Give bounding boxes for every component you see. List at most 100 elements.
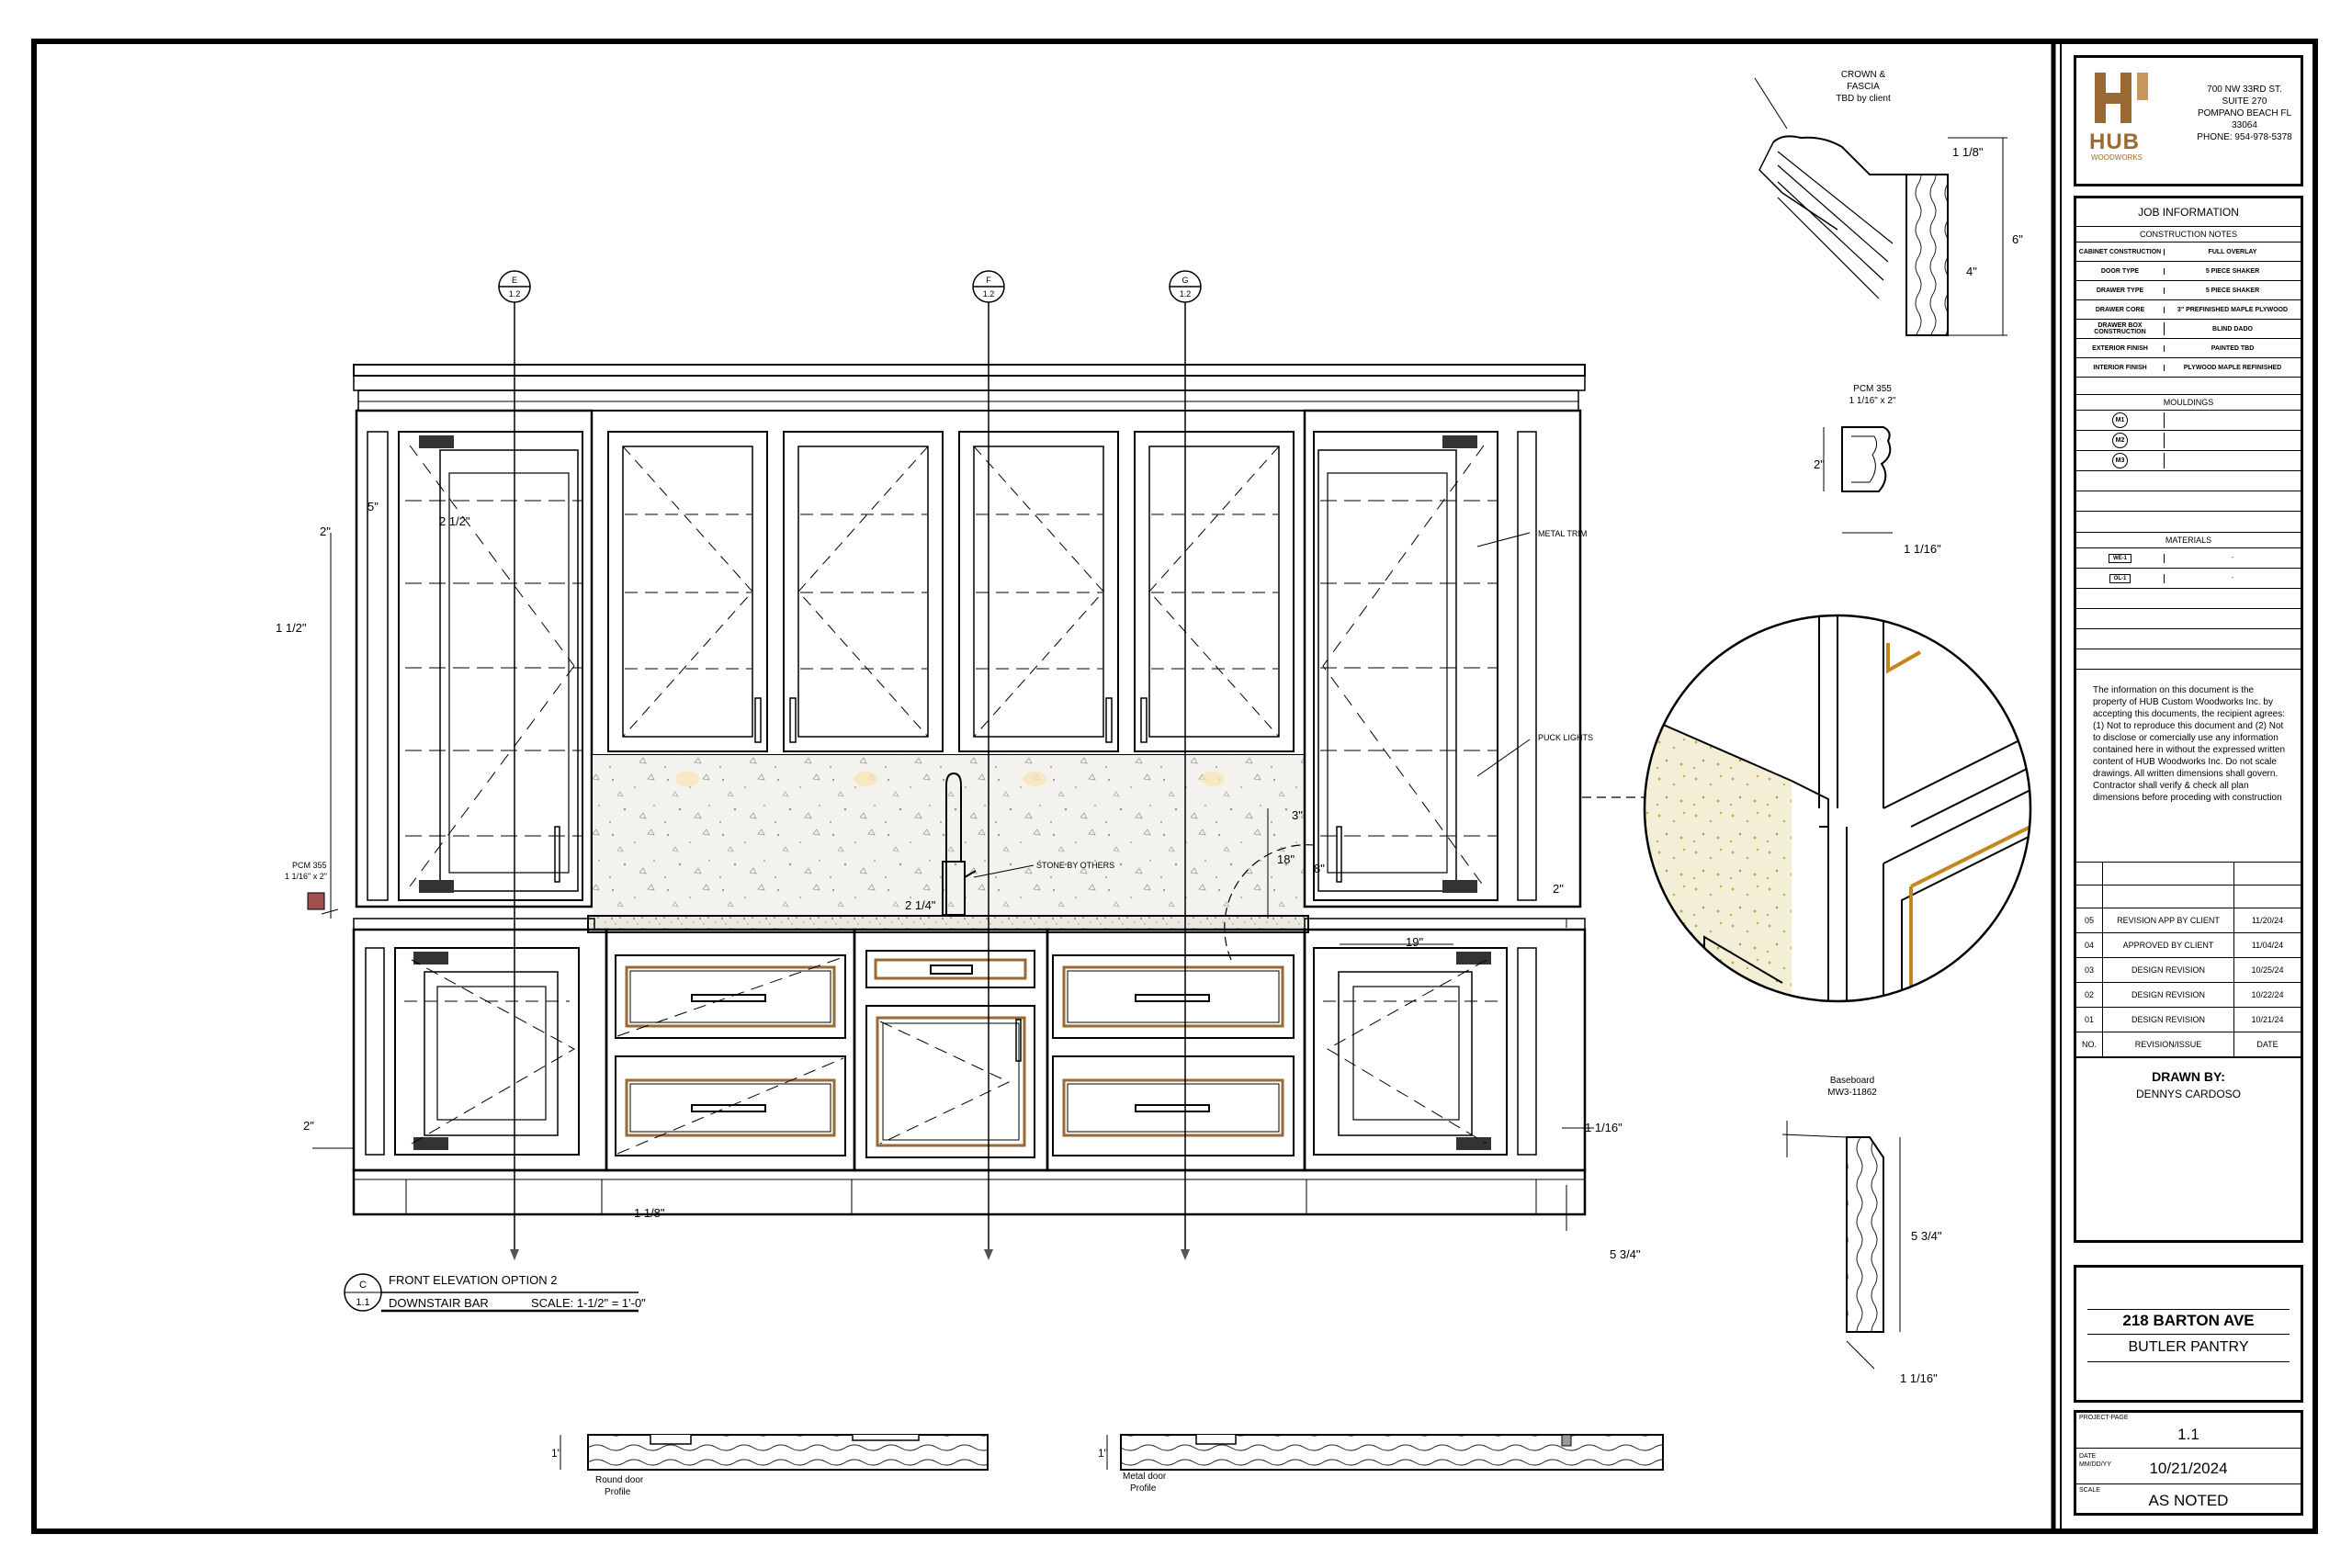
dim-19: 19" <box>1406 935 1423 949</box>
construction-notes-title: CONSTRUCTION NOTES <box>2076 227 2301 243</box>
rev-header-desc: REVISION/ISSUE <box>2103 1032 2234 1056</box>
crown-dim-6: 6" <box>2012 232 2023 246</box>
dim-2-14-center: 2 1/4" <box>905 898 936 912</box>
notes-label-3: DRAWER CORE <box>2076 306 2165 313</box>
elevation-subtitle: DOWNSTAIR BAR <box>389 1296 489 1310</box>
rev-desc-3: DESIGN REVISION <box>2103 983 2234 1007</box>
pcm-dim-1-16: 1 1/16" <box>1904 542 1941 556</box>
metal-door-sub: Profile <box>1130 1483 1157 1494</box>
rev-no-2: 03 <box>2076 958 2103 982</box>
notes-value-1: 5 PIECE SHAKER <box>2205 267 2260 275</box>
rev-date-0: 11/20/24 <box>2251 916 2284 925</box>
dim-18: 18" <box>1277 852 1295 866</box>
notes-label-2: DRAWER TYPE <box>2076 287 2165 294</box>
baseboard-label: Baseboard <box>1830 1076 1874 1086</box>
rev-date-2: 10/25/24 <box>2251 965 2284 975</box>
company-block: HUB WOODWORKS 700 NW 33RD ST. SUITE 270 … <box>2074 55 2303 186</box>
moulding-tag-m3: M3 <box>2112 453 2128 468</box>
job-info-block: JOB INFORMATION CONSTRUCTION NOTES CABIN… <box>2074 196 2303 1243</box>
elevation-scale: SCALE: 1-1/2" = 1'-0" <box>531 1296 646 1310</box>
dim-1-16-base: 1 1/16" <box>1585 1121 1623 1134</box>
hub-logo <box>2095 73 2152 146</box>
notes-value-2: 5 PIECE SHAKER <box>2205 287 2260 294</box>
rev-header-date: DATE <box>2256 1040 2278 1049</box>
notes-value-4: BLIND DADO <box>2212 325 2253 333</box>
date-value: 10/21/2024 <box>2149 1460 2228 1477</box>
rev-desc-0: REVISION APP BY CLIENT <box>2103 908 2234 932</box>
rev-desc-4: DESIGN REVISION <box>2103 1008 2234 1032</box>
page-number: 1.1 <box>2177 1426 2199 1443</box>
drawn-by-name: DENNYS CARDOSO <box>2135 1088 2242 1100</box>
rev-date-4: 10/21/24 <box>2251 1015 2284 1024</box>
round-door-sub: Profile <box>605 1487 631 1497</box>
moulding-tag-m1: M1 <box>2112 412 2128 428</box>
project-block: 218 BARTON AVE BUTLER PANTRY <box>2074 1265 2303 1403</box>
profile-dim-right: 1" <box>1098 1447 1108 1460</box>
project-address: 218 BARTON AVE <box>2122 1312 2255 1329</box>
notes-value-5: PAINTED TBD <box>2211 344 2255 352</box>
dim-5-34-base: 5 3/4" <box>1610 1247 1641 1261</box>
crown-label-3: TBD by client <box>1836 94 1891 104</box>
elevation-tag-number: 1.1 <box>356 1297 369 1308</box>
baseboard-code: MW3-11862 <box>1827 1088 1877 1098</box>
marker-f-letter[interactable]: F <box>986 276 991 285</box>
marker-f-number: 1.2 <box>983 289 995 299</box>
rev-date-3: 10/22/24 <box>2251 990 2284 999</box>
scale-label: SCALE <box>2079 1487 2100 1494</box>
dim-2-base: 2" <box>303 1119 314 1133</box>
notes-label-1: DOOR TYPE <box>2076 267 2165 275</box>
front-elevation-drawing <box>312 270 1645 1260</box>
metal-door-label: Metal door <box>1123 1472 1167 1482</box>
baseboard-dim-1-16: 1 1/16" <box>1900 1371 1938 1385</box>
dim-1-12-left: 1 1/2" <box>276 621 307 635</box>
date-label: DATE MM/DD/YY <box>2079 1453 2111 1468</box>
dim-1-18-base: 1 1/8" <box>634 1206 665 1220</box>
dim-2-right: 2" <box>1553 882 1564 896</box>
notes-label-0: CABINET CONSTRUCTION <box>2076 248 2165 255</box>
dim-3: 3" <box>1292 808 1303 822</box>
material-tag-we1: WE-1 <box>2109 553 2132 563</box>
detail-circle <box>1643 614 2032 1003</box>
page-info-block: PROJECT-PAGE 1.1 DATE MM/DD/YY 10/21/202… <box>2074 1410 2303 1516</box>
rev-no-3: 02 <box>2076 983 2103 1007</box>
material-value-1: - <box>2231 575 2234 581</box>
pcm-right-label: PCM 355 <box>1853 384 1892 394</box>
stone-label: STONE BY OTHERS <box>1036 861 1114 870</box>
marker-e-letter[interactable]: E <box>512 276 517 285</box>
moulding-tag-m2: M2 <box>2112 433 2128 448</box>
notes-value-6: PLYWOOD MAPLE REFINISHED <box>2183 364 2282 371</box>
project-room: BUTLER PANTRY <box>2128 1339 2249 1355</box>
pcm-dim-2: 2" <box>1814 457 1825 471</box>
profile-dim-left: 1" <box>551 1447 561 1460</box>
disclaimer-text: The information on this document is the … <box>2076 670 2301 863</box>
material-tag-ol1: OL-1 <box>2109 573 2132 583</box>
scale-value: AS NOTED <box>2148 1492 2229 1509</box>
dim-2-left: 2" <box>320 525 331 538</box>
rev-header-no: NO. <box>2076 1032 2103 1056</box>
crown-label: CROWN & <box>1841 70 1886 80</box>
logo-sub: WOODWORKS <box>2091 153 2143 162</box>
rev-desc-1: APPROVED BY CLIENT <box>2103 933 2234 957</box>
crown-dim-1-18: 1 1/8" <box>1952 145 1984 159</box>
notes-label-5: EXTERIOR FINISH <box>2076 344 2165 352</box>
round-door-label: Round door <box>595 1475 644 1485</box>
pcm-left-label: PCM 355 <box>292 861 327 870</box>
elevation-tag-letter: C <box>359 1280 367 1291</box>
material-value-0: - <box>2231 555 2234 561</box>
marker-g-letter[interactable]: G <box>1182 276 1188 285</box>
rev-no-4: 01 <box>2076 1008 2103 1032</box>
notes-label-6: INTERIOR FINISH <box>2076 364 2165 371</box>
pcm-left-size: 1 1/16" x 2" <box>285 872 327 881</box>
job-info-title: JOB INFORMATION <box>2076 198 2301 227</box>
baseboard-dim-5-34: 5 3/4" <box>1911 1229 1942 1243</box>
marker-e-number: 1.2 <box>509 289 521 299</box>
rev-date-1: 11/04/24 <box>2251 941 2284 950</box>
rev-desc-2: DESIGN REVISION <box>2103 958 2234 982</box>
crown-dim-4: 4" <box>1966 265 1977 278</box>
dim-2-12-left: 2 1/2" <box>439 514 470 528</box>
company-address: 700 NW 33RD ST. SUITE 270 POMPANO BEACH … <box>2197 85 2292 142</box>
dim-8: 8" <box>1314 862 1325 875</box>
notes-value-3: 3" PREFINISHED MAPLE PLYWOOD <box>2177 306 2289 313</box>
